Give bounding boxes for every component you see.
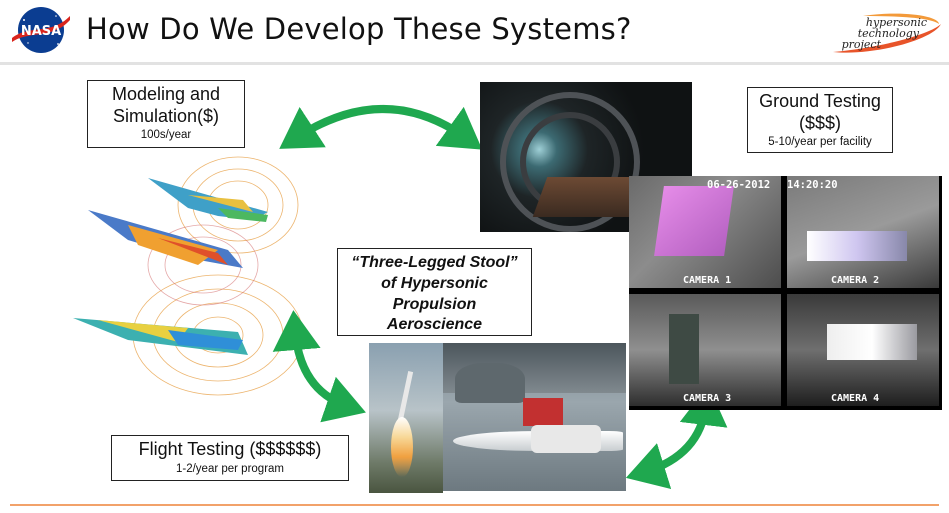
arrow-modeling-ground xyxy=(279,105,483,150)
camera-1-feed: CAMERA 1 xyxy=(629,176,781,288)
flight-testing-box: Flight Testing ($$$$$$) 1-2/year per pro… xyxy=(111,435,349,481)
project-logo-line-1: hypersonic xyxy=(865,16,927,29)
svg-text:NASA: NASA xyxy=(21,24,61,39)
nasa-logo: NASA xyxy=(12,7,70,53)
modeling-simulation-box: Modeling and Simulation($) 100s/year xyxy=(87,80,245,148)
rocket-launch-photo xyxy=(369,343,443,493)
camera-4-feed: CAMERA 4 xyxy=(787,294,939,406)
modeling-frequency: 100s/year xyxy=(140,129,192,142)
ground-testing-label: Ground Testing ($$$) xyxy=(759,91,881,133)
flight-testing-frequency: 1-2/year per program xyxy=(175,462,285,475)
project-logo-line-3: project xyxy=(841,38,881,51)
camera-date: 06-26-2012 xyxy=(707,179,771,191)
slide-title: How Do We Develop These Systems? xyxy=(86,12,632,46)
stool-line-2: of Hypersonic xyxy=(381,274,488,292)
test-camera-grid: CAMERA 1 CAMERA 2 CAMERA 3 CAMERA 4 06-2… xyxy=(629,176,942,410)
hypersonic-project-logo: hypersonic technology project xyxy=(793,10,943,56)
b52-carry-flight-photo xyxy=(443,343,626,491)
project-logo-line-2: technology xyxy=(857,27,919,40)
cfd-vehicle-models-image xyxy=(73,156,304,396)
three-legged-stool-box: “Three-Legged Stool” of Hypersonic Propu… xyxy=(337,248,532,336)
stool-line-3: Propulsion xyxy=(392,295,477,313)
camera-time: 14:20:20 xyxy=(787,179,838,191)
flight-testing-label: Flight Testing ($$$$$$) xyxy=(138,439,322,459)
ground-testing-box: Ground Testing ($$$) 5-10/year per facil… xyxy=(747,87,893,153)
header-divider xyxy=(0,62,949,65)
stool-line-4: Aeroscience xyxy=(386,316,483,334)
arrow-modeling-flight xyxy=(272,310,366,423)
stool-line-1: “Three-Legged Stool” xyxy=(351,254,518,271)
modeling-label: Modeling and Simulation($) xyxy=(111,84,221,126)
ground-testing-frequency: 5-10/year per facility xyxy=(768,136,872,149)
camera-3-feed: CAMERA 3 xyxy=(629,294,781,406)
footer-divider xyxy=(10,504,939,506)
arrow-flight-ground xyxy=(625,385,728,490)
camera-2-feed: CAMERA 2 xyxy=(787,176,939,288)
